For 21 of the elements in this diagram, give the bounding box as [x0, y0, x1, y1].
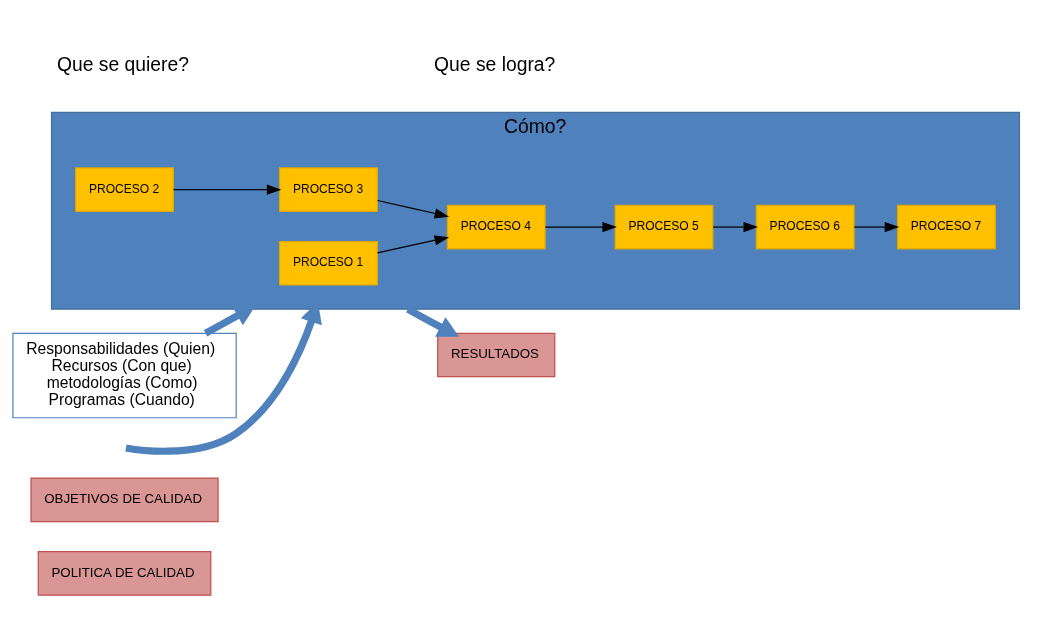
node-box: POLITICA DE CALIDAD — [37, 551, 212, 596]
node-box: PROCESO 5 — [614, 204, 714, 250]
node-box: PROCESO 3 — [279, 167, 378, 212]
label: Que se logra? — [434, 54, 556, 76]
node-box: OBJETIVOS DE CALIDAD — [30, 477, 219, 523]
arrow — [376, 235, 450, 254]
arrow — [406, 306, 459, 337]
node-box: PROCESO 4 — [446, 204, 546, 250]
arrow — [376, 199, 450, 219]
arrow — [712, 222, 758, 233]
label: Que se quiere? — [56, 54, 189, 76]
node-box: PROCESO 6 — [755, 204, 855, 250]
node-box: PROCESO 7 — [896, 204, 996, 250]
node-box: RESULTADOS — [437, 332, 556, 378]
arrow — [172, 184, 282, 195]
arrow — [544, 222, 617, 233]
node-box: PROCESO 2 — [75, 167, 174, 212]
node-box: Responsabilidades (Quien) Recursos (Con que) metodologías (Como) Programas (Cuando) — [12, 332, 237, 419]
arrow — [203, 305, 256, 337]
node-box: PROCESO 1 — [279, 240, 378, 286]
arrow — [853, 222, 900, 233]
